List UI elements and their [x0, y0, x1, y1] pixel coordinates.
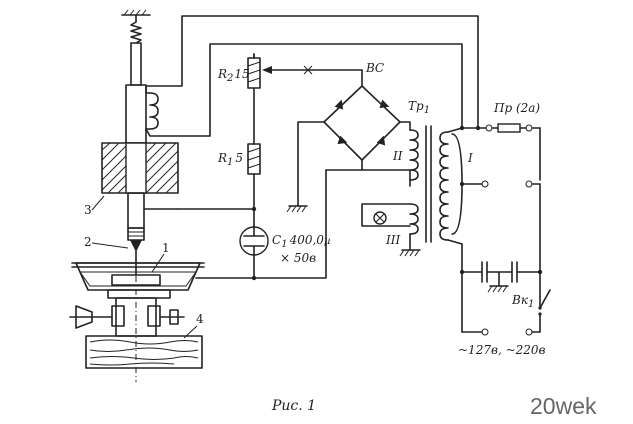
svg-text:R15: R15 [217, 151, 243, 168]
label-vk1: Вк1 [511, 293, 534, 310]
ground-symbol-tr [399, 249, 421, 257]
part-label-3: 3 [84, 203, 92, 217]
lower-rod [127, 192, 145, 229]
upper-rod [130, 42, 142, 86]
label-fuse: Пр (2а) [493, 101, 540, 115]
svg-text:× 50в: × 50в [280, 251, 316, 265]
electrode-tip [130, 240, 142, 250]
spring [130, 21, 142, 44]
part-label-1: 1 [162, 241, 170, 255]
label-winding-1: I [467, 151, 473, 165]
ground-symbol-cap [487, 285, 509, 293]
mechanical-assembly [69, 9, 205, 382]
svg-text:Вк1: Вк1 [511, 293, 534, 310]
fuse-pr [497, 123, 521, 133]
ground-symbol-left [286, 205, 308, 213]
label-mains: ~127в, ~220в [458, 343, 546, 357]
label-winding-3: III [385, 233, 400, 247]
electrode-holder-2 [127, 227, 145, 241]
capacitor-c1 [239, 225, 269, 257]
diode-bridge [323, 85, 401, 161]
label-bc: ВС [365, 61, 384, 75]
label-winding-2: II [392, 149, 403, 163]
bath-1 [71, 249, 205, 291]
transformer-tr1 [409, 125, 463, 245]
resistor-r1 [247, 143, 261, 175]
lamp [373, 211, 387, 225]
figure-caption: Рис. 1 [271, 398, 316, 414]
left-knob [75, 305, 93, 329]
svg-text:R215: R215 [217, 67, 250, 84]
part-label-2: 2 [84, 235, 92, 249]
solenoid-body [125, 84, 147, 144]
top-mount [121, 9, 151, 23]
wiring [143, 15, 551, 336]
label-r2: R215 [217, 67, 250, 84]
watermark: 20wek [530, 393, 597, 419]
guide-block-3 [101, 142, 179, 194]
solenoid-coil [149, 92, 159, 130]
base-plate-4 [85, 335, 203, 369]
label-tr1: Тр1 [408, 99, 430, 116]
table-top [107, 289, 171, 299]
svg-text:Тр1: Тр1 [408, 99, 430, 116]
part-label-4: 4 [196, 312, 204, 326]
